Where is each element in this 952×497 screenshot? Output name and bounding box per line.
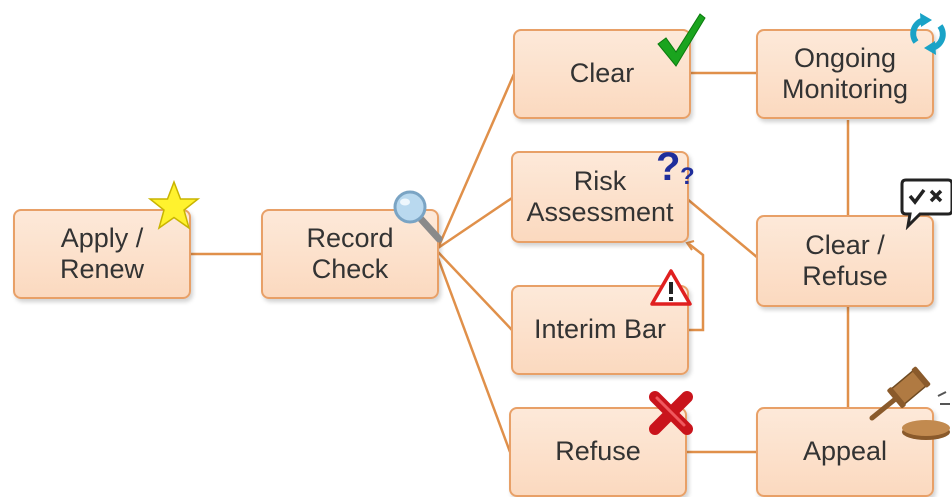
connector-record-risk — [437, 196, 513, 250]
question-marks-icon: ? ? — [656, 145, 695, 190]
warning-icon — [650, 269, 692, 306]
node-appeal[interactable]: Appeal — [756, 407, 934, 497]
node-clear[interactable]: Clear — [513, 29, 691, 119]
refresh-icon — [910, 13, 946, 55]
node-risk-assessment[interactable]: Risk Assessment — [511, 151, 689, 243]
connector-record-interim — [437, 251, 513, 331]
arrowhead — [685, 240, 695, 251]
svg-text:?: ? — [656, 145, 680, 189]
connector-record-clear — [436, 73, 516, 249]
connector-interim-risk — [686, 243, 705, 332]
star-icon — [147, 180, 201, 230]
svg-text:?: ? — [680, 163, 695, 190]
magnifier-icon — [393, 190, 443, 243]
connector-risk-clearrefuse — [685, 197, 759, 259]
checkmark-icon — [657, 13, 706, 67]
node-ongoing-monitoring[interactable]: Ongoing Monitoring — [756, 29, 934, 119]
red-x-icon — [649, 391, 693, 435]
speech-bubble-check-x-icon — [900, 178, 952, 230]
node-apply-renew[interactable]: Apply / Renew — [13, 209, 191, 299]
node-clear-refuse[interactable]: Clear / Refuse — [756, 215, 934, 307]
node-record-check[interactable]: Record Check — [261, 209, 439, 299]
connector-record-refuse — [436, 257, 512, 453]
gavel-icon — [869, 366, 950, 440]
